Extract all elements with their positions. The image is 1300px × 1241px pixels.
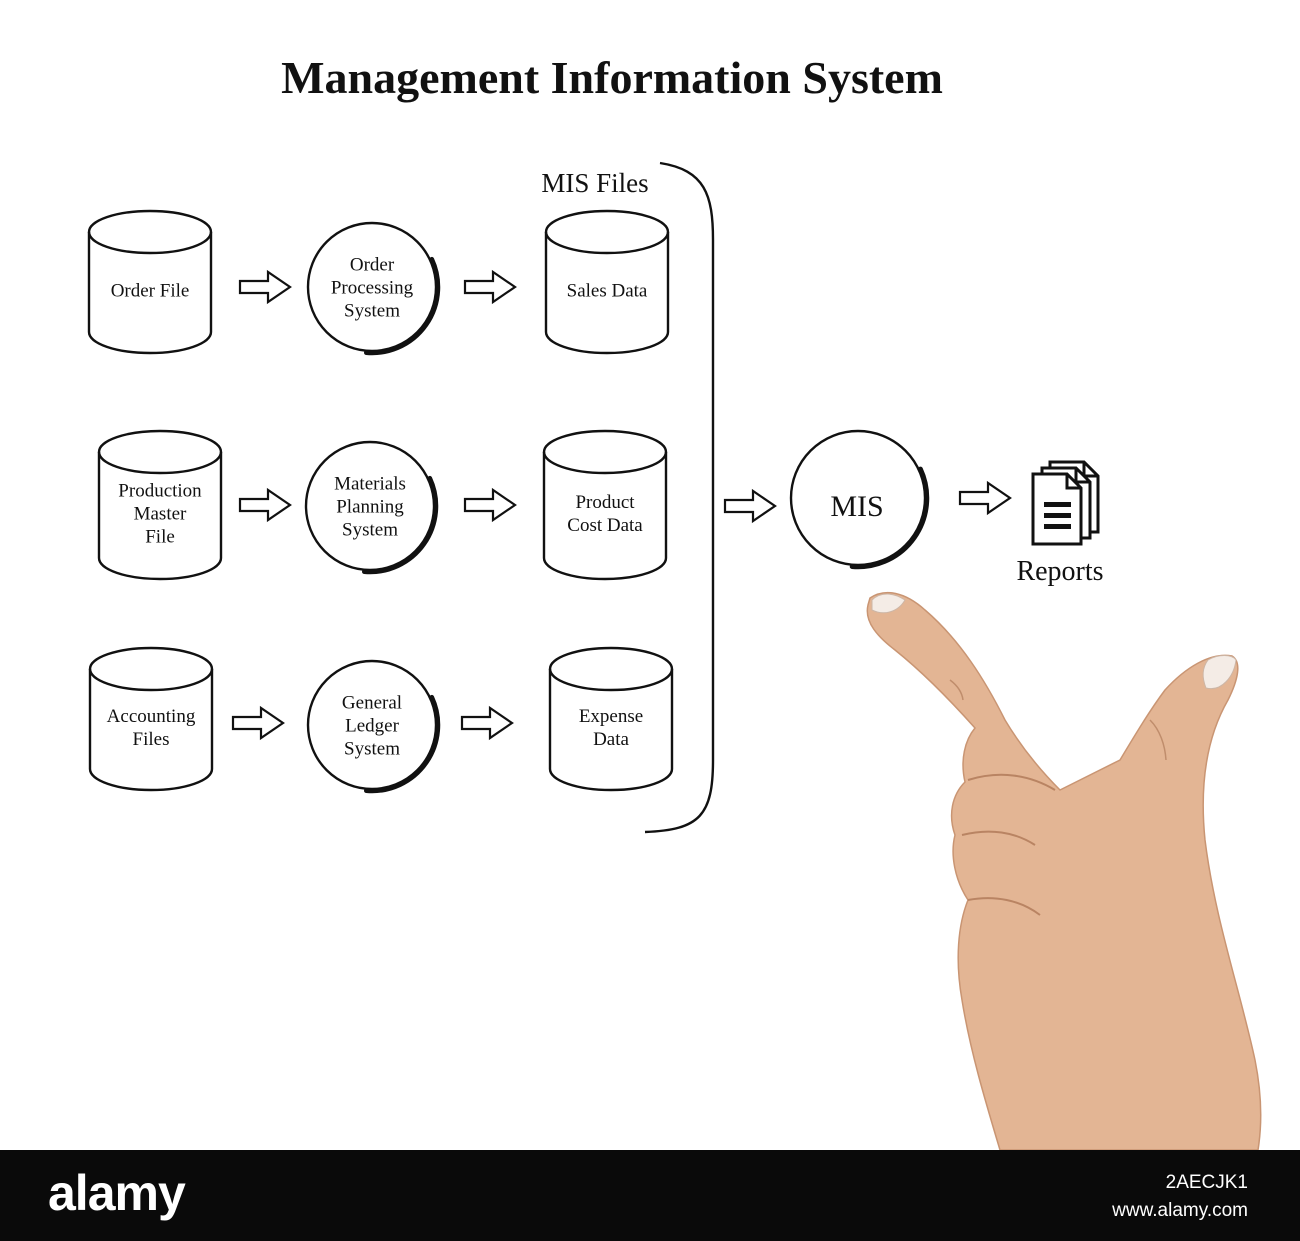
mis-file-label: Data <box>593 729 629 750</box>
flow-arrow <box>238 269 292 305</box>
source-file-label: File <box>145 526 175 547</box>
watermark-footer: alamy 2AECJK1 www.alamy.com <box>0 1150 1300 1241</box>
process-label: System <box>344 738 400 759</box>
mis-file-label: Product <box>575 492 635 513</box>
mis-files-bracket <box>644 161 715 834</box>
process-circle <box>304 440 439 575</box>
source-file-label: Order File <box>111 280 190 301</box>
flow-arrow <box>958 480 1012 516</box>
process-label: Planning <box>336 496 404 517</box>
mis-file-label: Sales Data <box>567 280 648 301</box>
mis-file-cylinder <box>544 209 670 355</box>
source-file-label: Accounting <box>107 706 196 727</box>
process-label: General <box>342 693 402 714</box>
flow-arrow <box>238 487 292 523</box>
flow-arrow <box>463 269 517 305</box>
source-file-cylinder <box>97 429 223 581</box>
alamy-logo: alamy <box>48 1165 186 1221</box>
process-label: System <box>342 519 398 540</box>
mis-file-cylinder <box>542 429 668 581</box>
source-file-label: Files <box>133 729 170 750</box>
mis-files-label: MIS Files <box>541 168 648 198</box>
process-label: System <box>344 300 400 321</box>
source-file-cylinder <box>88 646 214 792</box>
image-id: 2AECJK1 <box>1165 1172 1248 1193</box>
flow-arrow <box>723 488 777 524</box>
process-label: Order <box>350 255 395 276</box>
flow-arrow <box>463 487 517 523</box>
process-label: Ledger <box>345 715 399 736</box>
mis-file-cylinder <box>548 646 674 792</box>
mis-diagram: Management Information System Order File… <box>87 52 1262 1150</box>
mis-circle <box>789 429 930 570</box>
source-file-label: Production <box>118 481 202 502</box>
reports-label: Reports <box>1016 556 1103 587</box>
flow-arrow <box>231 705 285 741</box>
process-circle <box>306 221 441 356</box>
documents-stack-icon <box>1031 460 1100 546</box>
source-file-cylinder <box>87 209 213 355</box>
process-label: Processing <box>331 277 414 298</box>
process-circle <box>306 659 441 794</box>
pointing-hand-icon <box>866 591 1262 1150</box>
mis-label: MIS <box>830 490 883 523</box>
alamy-url: www.alamy.com <box>1112 1200 1248 1221</box>
source-file-label: Master <box>134 503 187 524</box>
flow-arrow <box>460 705 514 741</box>
process-label: Materials <box>334 474 406 495</box>
diagram-title: Management Information System <box>281 52 943 103</box>
mis-file-label: Expense <box>579 706 643 727</box>
mis-file-label: Cost Data <box>567 515 643 536</box>
